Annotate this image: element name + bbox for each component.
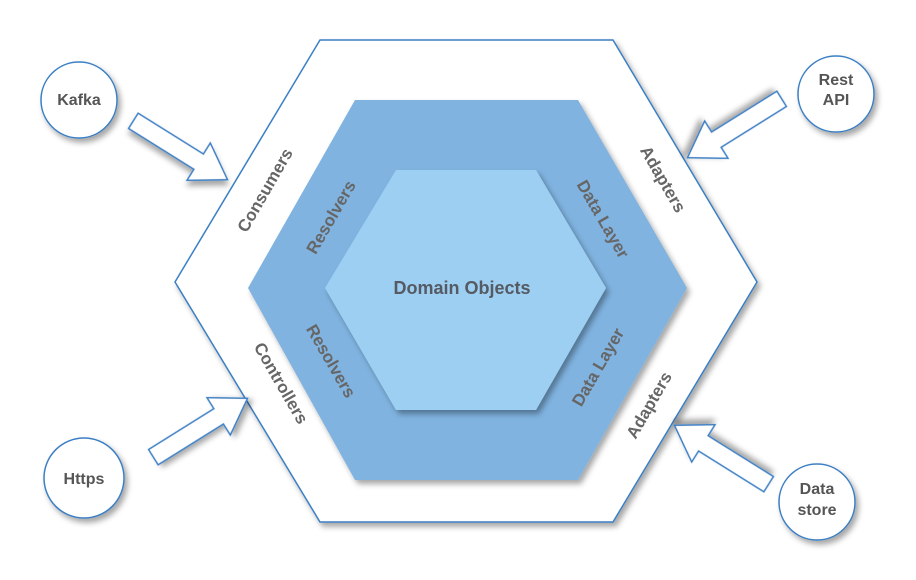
kafka-arrow xyxy=(127,112,229,182)
https-node: Https xyxy=(43,437,125,519)
data-store-node: Data store xyxy=(778,463,856,541)
data-store-label-line1: Data xyxy=(800,481,835,498)
data-store-label-line2: store xyxy=(797,502,836,519)
rest-api-node: Rest API xyxy=(797,55,875,133)
kafka-label: Kafka xyxy=(57,92,101,109)
https-label: Https xyxy=(64,471,105,488)
rest-api-arrow xyxy=(686,90,788,160)
rest-api-label-line2: API xyxy=(823,92,850,109)
rest-api-label-line1: Rest xyxy=(819,72,854,89)
data-store-arrow xyxy=(673,423,775,493)
https-arrow xyxy=(147,396,249,466)
inner-hexagon xyxy=(325,170,606,410)
kafka-node: Kafka xyxy=(40,61,118,139)
domain-objects-label: Domain Objects xyxy=(393,278,530,298)
